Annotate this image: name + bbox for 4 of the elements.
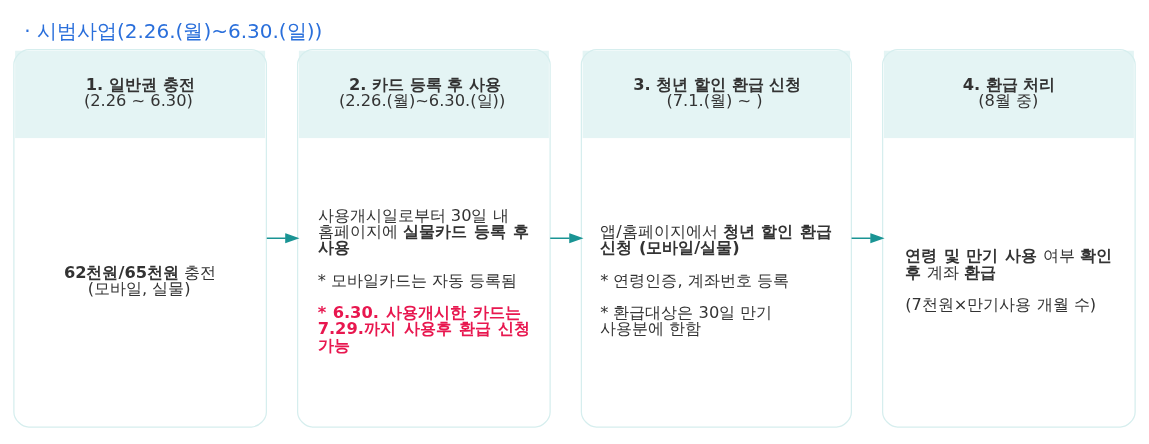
- arrow: [266, 233, 300, 244]
- arrow: [850, 233, 885, 244]
- arrow: [549, 233, 584, 244]
- diagram-title: · 시범사업(2.26.(월)~6.30.(일)): [24, 19, 323, 43]
